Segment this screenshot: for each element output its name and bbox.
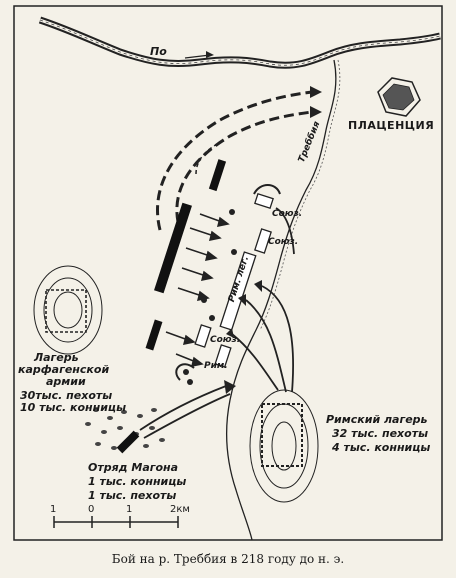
po-flow-arrow	[184, 54, 211, 59]
carthaginian-line	[145, 159, 227, 351]
label-magon-cavalry: 1 тыс. конницы	[88, 475, 187, 488]
placentia-city	[377, 77, 421, 117]
elephant-glyphs	[183, 209, 237, 385]
label-river-po: По	[150, 45, 167, 58]
label-sojuz-3: Союз.	[210, 335, 241, 345]
label-rim: Рим.	[204, 361, 228, 371]
river-trebbia	[225, 59, 337, 541]
label-magon-title: Отряд Магона	[88, 461, 179, 474]
roman-camp	[249, 389, 319, 503]
magon-detachment	[116, 430, 140, 454]
roman-lines	[194, 192, 274, 368]
magon-attack-arrow	[139, 385, 231, 439]
map-frame	[13, 5, 443, 541]
label-carth-camp-2: карфагенской	[18, 363, 110, 376]
label-carth-camp-1: Лагерь	[34, 351, 79, 364]
scale-tick-1: 0	[88, 504, 95, 515]
scale-tick-0: 1	[50, 504, 57, 515]
label-roman-camp: Римский лагерь	[326, 413, 428, 426]
label-sojuz-1: Союз.	[272, 209, 303, 219]
label-sojuz-2: Союз.	[268, 237, 299, 247]
attack-arrows	[165, 213, 230, 367]
label-carth-cavalry: 10 тыс. конницы	[20, 401, 127, 414]
label-carth-camp-3: армии	[46, 375, 86, 388]
label-placentia: ПЛАЦЕНЦИЯ	[348, 119, 435, 132]
label-roman-infantry: 32 тыс. пехоты	[332, 427, 429, 440]
carthaginian-camp	[33, 265, 103, 355]
scale-bar	[53, 516, 179, 528]
flank-arrows	[156, 90, 313, 231]
label-magon-infantry: 1 тыс. пехоты	[88, 489, 177, 502]
label-roman-cavalry: 4 тыс. конницы	[332, 441, 431, 454]
label-carth-infantry: 30тыс. пехоты	[20, 389, 113, 402]
roman-advance-arrows	[231, 207, 295, 393]
cavalry-swirl	[175, 184, 281, 381]
scale-tick-3: 2км	[170, 504, 190, 515]
map-caption: Бой на р. Треббия в 218 году до н. э.	[111, 552, 345, 566]
scale-tick-2: 1	[126, 504, 133, 515]
